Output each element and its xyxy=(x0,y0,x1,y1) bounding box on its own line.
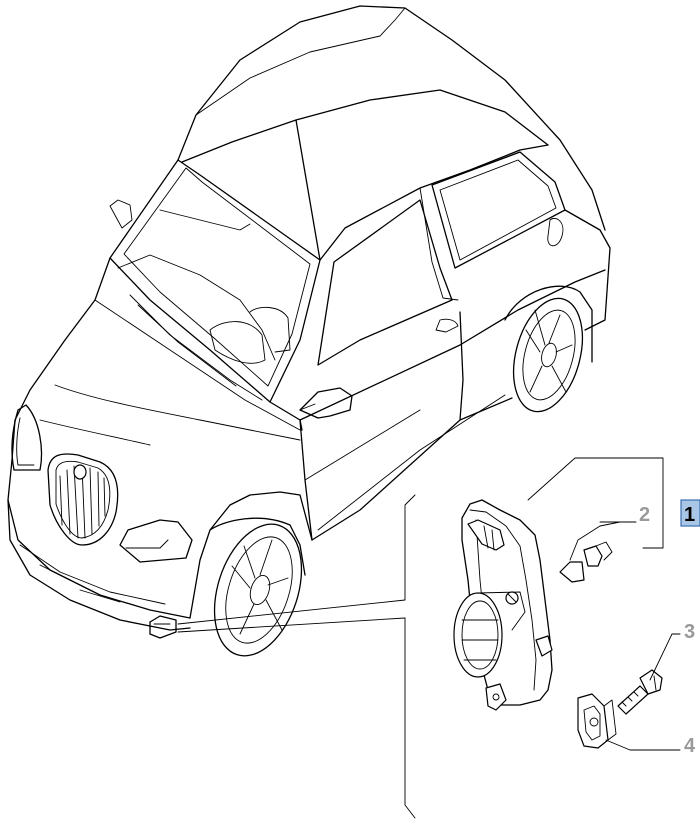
car-illustration xyxy=(7,5,611,657)
callout-leader-lines xyxy=(527,457,681,751)
bulb-part xyxy=(559,521,621,583)
fog-lamp-assembly xyxy=(453,499,553,711)
callout-1-highlight xyxy=(680,499,700,527)
callout-3-label: 3 xyxy=(684,621,695,643)
callout-4-label: 4 xyxy=(684,735,696,757)
screw-part xyxy=(617,669,663,715)
callout-2[interactable]: 2 xyxy=(639,504,650,526)
clip-nut-part xyxy=(577,693,617,749)
front-wheel xyxy=(213,523,303,657)
callout-1-label: 1 xyxy=(684,504,695,526)
rear-wheel xyxy=(512,297,584,413)
callout-3[interactable]: 3 xyxy=(684,621,695,643)
callout-2-label: 2 xyxy=(639,504,650,526)
fog-lamp-on-car xyxy=(149,615,177,639)
callout-4[interactable]: 4 xyxy=(684,735,696,757)
callout-1[interactable]: 1 xyxy=(680,499,700,527)
front-grille xyxy=(47,453,119,546)
leader-lines xyxy=(177,494,416,819)
